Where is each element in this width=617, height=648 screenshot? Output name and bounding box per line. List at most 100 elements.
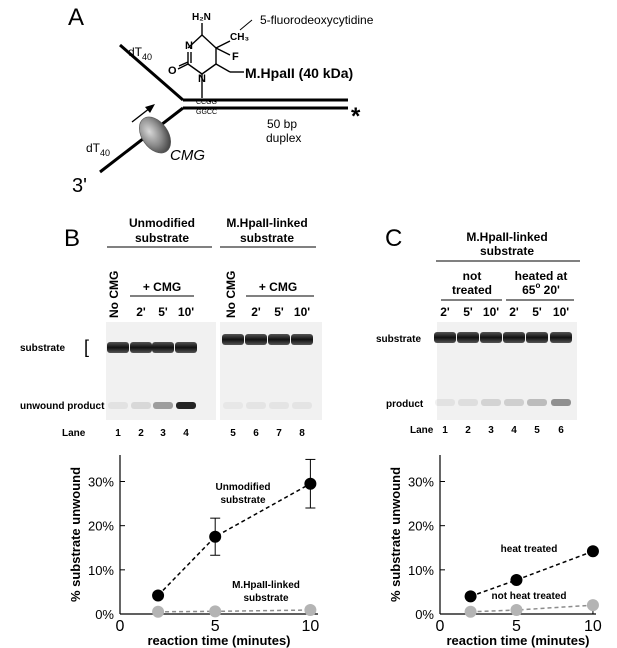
c-time-label: 10' <box>483 305 499 319</box>
substrate-band <box>480 332 502 343</box>
c-time-label: 5' <box>463 305 473 319</box>
b-lane-number: 5 <box>230 428 236 439</box>
nucleotide-label: 5-fluorodeoxycytidine <box>260 13 374 27</box>
c-lane-number: 2 <box>465 425 471 436</box>
dt40-top: dT40 <box>128 45 152 62</box>
substrate-band <box>434 332 456 343</box>
c-sub1-line2: treated <box>452 283 492 297</box>
substrate-band <box>222 334 244 345</box>
c-time-label: 2' <box>509 305 519 319</box>
substrate-band <box>457 332 479 343</box>
c-lane-number: 6 <box>558 425 564 436</box>
panel-b-label: B <box>64 225 80 252</box>
chart-b-x-tick-label: 10 <box>301 618 319 635</box>
chart-b-y-tick-label: 10% <box>88 563 114 578</box>
chart-c-series-label: heat treated <box>501 544 558 555</box>
b-lane-number: 6 <box>253 428 259 439</box>
label-asterisk: * <box>351 103 361 130</box>
direction-arrow-head <box>145 104 155 113</box>
product-band <box>292 402 312 409</box>
chart-b-series-label: substrate <box>243 593 288 604</box>
substrate-band <box>130 342 152 353</box>
product-band <box>527 399 547 406</box>
c-lane-label: Lane <box>410 425 434 436</box>
c-lane-number: 5 <box>534 425 540 436</box>
chart-b-data-point <box>304 604 317 617</box>
product-band <box>153 402 173 409</box>
chart-c-data-point <box>464 605 477 618</box>
c-title-line1: M.HpaII-linked <box>466 230 547 244</box>
b-group2-line1: M.HpaII-linked <box>226 216 307 230</box>
product-band <box>269 402 289 409</box>
methyl-label: CH₃ <box>230 32 249 43</box>
b-time-label: 5' <box>158 305 168 319</box>
duplex-line1: 50 bp <box>267 117 297 131</box>
chart-b-y-axis-label: % substrate unwound <box>68 467 83 602</box>
protein-label: M.HpaII (40 kDa) <box>245 65 353 81</box>
product-band <box>108 402 128 409</box>
product-band <box>246 402 266 409</box>
substrate-band <box>550 332 572 343</box>
substrate-band <box>175 342 197 353</box>
nucleotide-pointer <box>239 19 253 31</box>
c-row-product: product <box>386 399 424 410</box>
c-lane-number: 1 <box>442 425 448 436</box>
carbonyl-o: O <box>168 65 177 77</box>
substrate-band <box>107 342 129 353</box>
seq-top: CCGG <box>196 99 217 106</box>
chart-c-y-tick-label: 30% <box>408 475 434 490</box>
chart-c-data-point <box>586 599 599 612</box>
amine-label: H₂N <box>192 12 211 23</box>
chart-b-x-axis-label: reaction time (minutes) <box>147 633 290 648</box>
chart-c-series-line <box>470 604 593 613</box>
c-gel-bands <box>434 332 572 406</box>
b-time-label: 10' <box>178 305 194 319</box>
b-plus-cmg-1: + CMG <box>143 280 181 294</box>
b-group1-line2: substrate <box>135 231 189 245</box>
chart-b-series-label: substrate <box>220 495 265 506</box>
panel-a-label: A <box>68 4 84 31</box>
c-sub2-line1: heated at <box>515 269 568 283</box>
fluorine-label: F <box>232 51 239 63</box>
b-time-labels: 2'5'10'2'5'10' <box>136 305 310 319</box>
cmg-helicase <box>139 116 171 154</box>
product-band <box>504 399 524 406</box>
substrate-band <box>245 334 267 345</box>
c-time-label: 5' <box>532 305 542 319</box>
c-sub1-line1: not <box>463 269 482 283</box>
c-lane-number: 3 <box>488 425 494 436</box>
chart-c-x-tick-label: 10 <box>584 618 602 635</box>
b-row-substrate: substrate <box>20 343 65 354</box>
dna-fork <box>99 43 348 174</box>
chart-c-x-axis-label: reaction time (minutes) <box>446 633 589 648</box>
chart-b-data-point <box>152 605 165 618</box>
product-band <box>551 399 571 406</box>
b-gel-left <box>106 322 216 420</box>
b-time-label: 10' <box>294 305 310 319</box>
chart-b-y-tick-label: 20% <box>88 519 114 534</box>
b-lane-number: 8 <box>299 428 305 439</box>
substrate-band <box>526 332 548 343</box>
c-lane-number: 4 <box>511 425 517 436</box>
b-lane-number: 7 <box>276 428 282 439</box>
chart-b-x-tick-label: 0 <box>116 618 125 635</box>
chart-c-data-point <box>586 545 599 558</box>
b-lane-label: Lane <box>62 428 86 439</box>
duplex-line2: duplex <box>266 131 301 145</box>
b-time-label: 2' <box>136 305 146 319</box>
chart-c-data-point <box>464 590 477 603</box>
chart-c-x-tick-label: 5 <box>512 618 521 635</box>
b-plus-cmg-2: + CMG <box>259 280 297 294</box>
chart-b-y-tick-label: 0% <box>95 607 114 622</box>
panel-b: B Unmodified substrate M.HpaII-linked su… <box>20 216 322 439</box>
substrate-band <box>268 334 290 345</box>
chart-b-data-point <box>152 589 165 602</box>
chart-b-data-point <box>304 477 317 490</box>
panel-a: A H₂N CH₃ 5-fluorodeoxycytidine F N N O … <box>68 4 374 197</box>
product-band <box>481 399 501 406</box>
b-lane-number: 1 <box>115 428 121 439</box>
c-time-label: 10' <box>553 305 569 319</box>
